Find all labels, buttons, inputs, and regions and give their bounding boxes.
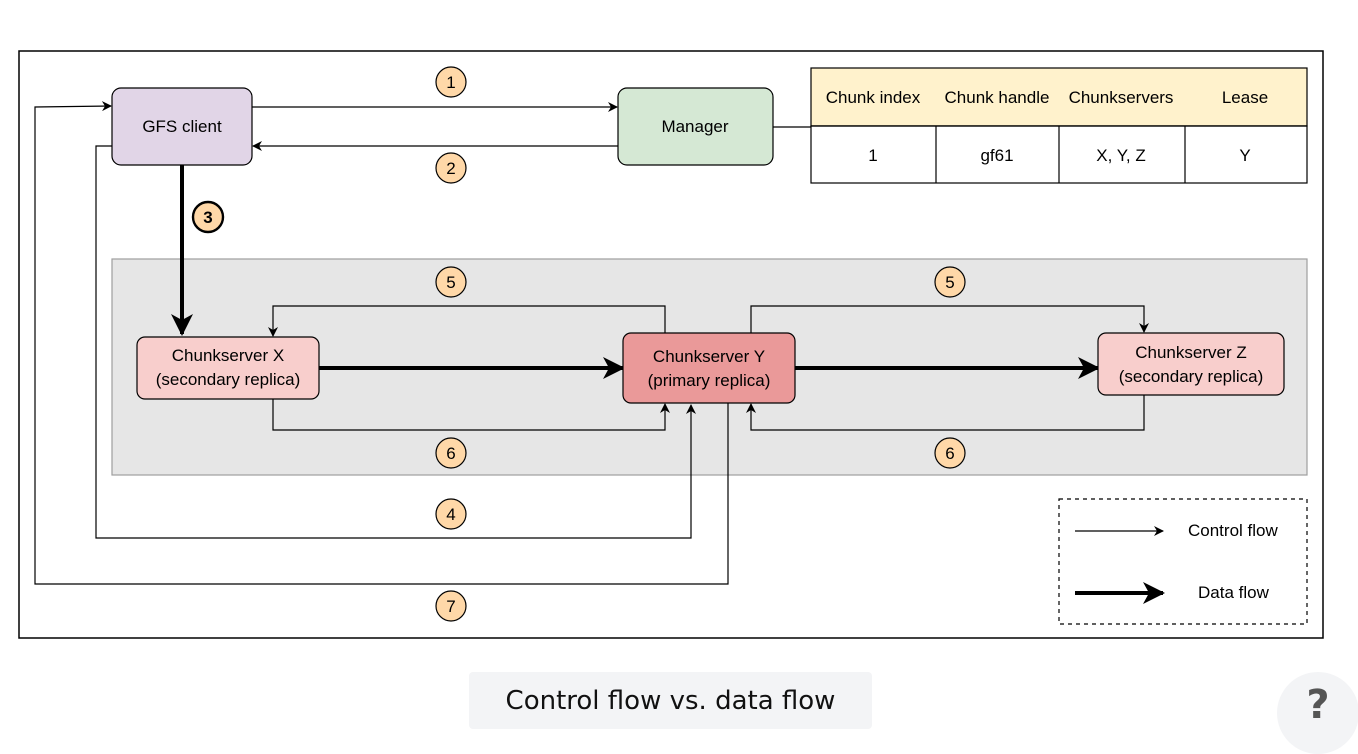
chunkserver-y-role: (primary replica) <box>648 371 771 390</box>
svg-text:5: 5 <box>446 273 455 292</box>
table-cell-chunk-handle: gf61 <box>980 146 1013 165</box>
figure-caption: Control flow vs. data flow <box>469 672 872 729</box>
svg-text:1: 1 <box>446 73 455 92</box>
svg-text:4: 4 <box>446 505 455 524</box>
gfs-client-node: GFS client <box>111 87 253 166</box>
table-header-chunkservers: Chunkservers <box>1069 88 1174 107</box>
chunkserver-x-name: Chunkserver X <box>172 346 284 365</box>
chunkserver-z-node: Chunkserver Z (secondary replica) <box>1097 332 1285 396</box>
manager-node: Manager <box>617 87 774 166</box>
step-badge-6-left: 6 <box>435 437 467 469</box>
manager-label: Manager <box>661 117 728 136</box>
step-badge-7: 7 <box>435 590 467 622</box>
chunkserver-x-node: Chunkserver X (secondary replica) <box>136 336 320 400</box>
table-header-chunk-handle: Chunk handle <box>945 88 1050 107</box>
table-header-chunk-index: Chunk index <box>826 88 921 107</box>
legend-control-label: Control flow <box>1188 521 1278 540</box>
svg-text:7: 7 <box>446 597 455 616</box>
chunkserver-x-role: (secondary replica) <box>156 370 301 389</box>
svg-text:6: 6 <box>446 444 455 463</box>
edge-client-to-primary <box>95 145 696 539</box>
svg-text:2: 2 <box>446 159 455 178</box>
edge-primary-to-client <box>34 101 729 585</box>
table-cell-chunkservers: X, Y, Z <box>1096 146 1145 165</box>
step-badge-2: 2 <box>435 152 467 184</box>
svg-text:5: 5 <box>945 273 954 292</box>
gfs-client-label: GFS client <box>142 117 222 136</box>
edge-primary-to-secondary-x <box>268 305 666 337</box>
question-mark-icon: ? <box>1306 682 1330 728</box>
step-badge-5-left: 5 <box>435 266 467 298</box>
chunk-metadata-table: Chunk index Chunk handle Chunkservers Le… <box>810 67 1308 184</box>
edge-secondary-z-ack <box>746 395 1145 431</box>
chunkserver-y-node: Chunkserver Y (primary replica) <box>622 332 796 404</box>
chunkserver-z-name: Chunkserver Z <box>1135 343 1246 362</box>
table-cell-chunk-index: 1 <box>868 146 877 165</box>
legend-data-label: Data flow <box>1198 583 1270 602</box>
svg-text:3: 3 <box>203 208 212 227</box>
table-header-lease: Lease <box>1222 88 1268 107</box>
help-button[interactable]: ? <box>1277 672 1358 754</box>
edge-secondary-x-ack <box>272 399 670 431</box>
step-badge-1: 1 <box>435 66 467 98</box>
step-badge-5-right: 5 <box>934 266 966 298</box>
step-badge-3: 3 <box>191 200 225 234</box>
step-badge-6-right: 6 <box>934 437 966 469</box>
edge-primary-to-secondary-z <box>750 305 1149 333</box>
chunkserver-y-name: Chunkserver Y <box>653 347 765 366</box>
step-badge-4: 4 <box>435 498 467 530</box>
chunkserver-z-role: (secondary replica) <box>1119 367 1264 386</box>
legend: Control flow Data flow <box>1058 498 1308 625</box>
table-cell-lease: Y <box>1239 146 1250 165</box>
svg-text:6: 6 <box>945 444 954 463</box>
